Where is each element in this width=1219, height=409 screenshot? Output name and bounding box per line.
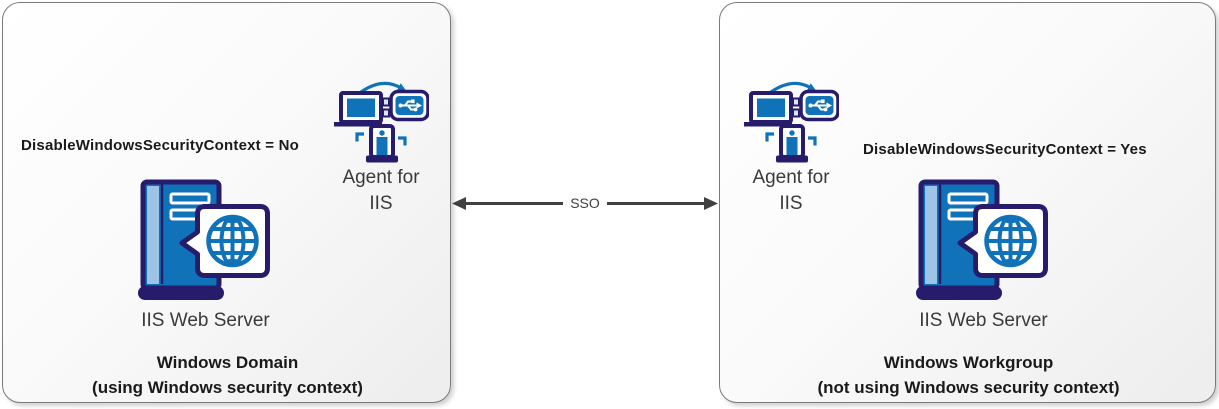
sso-double-arrow	[452, 197, 718, 210]
agent-for-iis-icon	[334, 81, 429, 163]
sso-label: SSO	[570, 195, 600, 211]
panel-caption: Windows Domain (using Windows security c…	[23, 350, 432, 400]
iis-web-server-icon	[916, 179, 1048, 300]
caption-title: Windows Workgroup	[883, 353, 1054, 372]
agent-for-iis-icon	[744, 81, 839, 163]
iis-web-server-label: IIS Web Server	[919, 310, 1048, 331]
config-setting-text: DisableWindowsSecurityContext = Yes	[863, 141, 1147, 158]
caption-subtitle: (using Windows security context)	[92, 378, 363, 397]
caption-title: Windows Domain	[156, 353, 299, 372]
iis-web-server-label: IIS Web Server	[141, 310, 270, 331]
agent-for-iis-label: Agent for IIS	[741, 165, 841, 217]
agent-label-line1: Agent for	[342, 167, 420, 188]
agent-label-line1: Agent for	[752, 167, 830, 188]
windows-workgroup-panel: Agent for IIS DisableWindowsSecurityCont…	[719, 2, 1216, 403]
agent-for-iis-label: Agent for IIS	[331, 165, 431, 217]
caption-subtitle: (not using Windows security context)	[817, 378, 1120, 397]
panel-caption: Windows Workgroup (not using Windows sec…	[745, 350, 1192, 400]
agent-label-line2: IIS	[369, 193, 393, 214]
config-setting-text: DisableWindowsSecurityContext = No	[21, 137, 299, 154]
iis-web-server-icon	[138, 179, 270, 300]
agent-label-line2: IIS	[779, 193, 803, 214]
windows-domain-panel: DisableWindowsSecurityContext = No Ag	[2, 2, 451, 403]
